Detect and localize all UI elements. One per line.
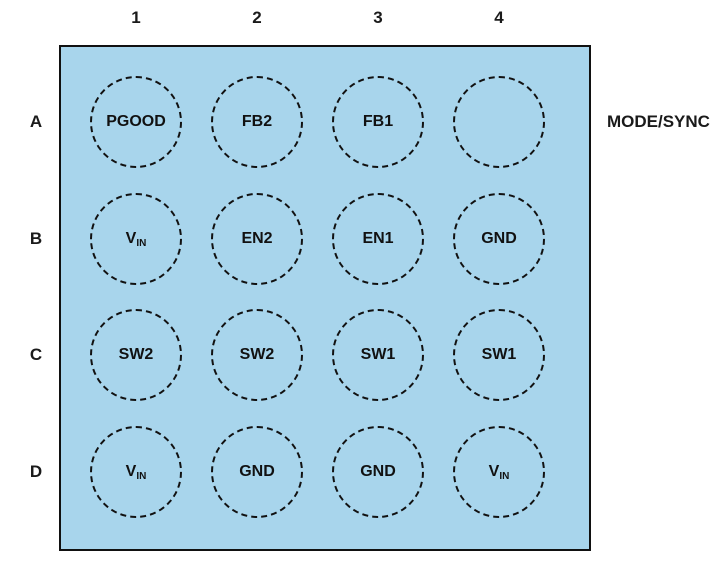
row-label-c: C	[29, 345, 43, 364]
ball-a2: FB2	[211, 76, 303, 168]
column-label-1: 1	[131, 8, 141, 27]
ball-c1: SW2	[90, 309, 182, 401]
ball-b1: VIN	[90, 193, 182, 285]
package-outline: PGOOD FB2 FB1 VIN EN2 EN1 GND SW2 SW2 SW…	[59, 45, 591, 551]
ball-b4: GND	[453, 193, 545, 285]
pin-label-b2: EN2	[241, 229, 273, 247]
ball-a3: FB1	[332, 76, 424, 168]
pin-label-a2: FB2	[241, 112, 273, 130]
ball-b2: EN2	[211, 193, 303, 285]
pin-label-d4: VIN	[488, 462, 510, 482]
pin-label-c4: SW1	[481, 345, 517, 363]
pin-label-d1: VIN	[125, 462, 147, 482]
row-label-d: D	[29, 462, 43, 481]
mode-sync-label: MODE/SYNC	[607, 112, 710, 131]
ball-d2: GND	[211, 426, 303, 518]
column-label-2: 2	[252, 8, 262, 27]
ball-c2: SW2	[211, 309, 303, 401]
ball-d4: VIN	[453, 426, 545, 518]
column-label-3: 3	[373, 8, 383, 27]
pin-label-c2: SW2	[239, 345, 275, 363]
ball-b3: EN1	[332, 193, 424, 285]
row-label-a: A	[29, 112, 43, 131]
pin-label-c1: SW2	[118, 345, 154, 363]
row-label-b: B	[29, 229, 43, 248]
pin-label-d3: GND	[360, 462, 396, 480]
ball-a1: PGOOD	[90, 76, 182, 168]
pin-label-a3: FB1	[362, 112, 394, 130]
column-label-4: 4	[494, 8, 504, 27]
pin-label-b3: EN1	[362, 229, 394, 247]
pin-label-b1: VIN	[125, 229, 147, 249]
pin-label-a1: PGOOD	[106, 112, 166, 130]
pin-label-c3: SW1	[360, 345, 396, 363]
ball-d1: VIN	[90, 426, 182, 518]
ball-d3: GND	[332, 426, 424, 518]
ball-a4	[453, 76, 545, 168]
ball-c4: SW1	[453, 309, 545, 401]
ball-c3: SW1	[332, 309, 424, 401]
pin-label-d2: GND	[239, 462, 275, 480]
pin-label-b4: GND	[481, 229, 517, 247]
